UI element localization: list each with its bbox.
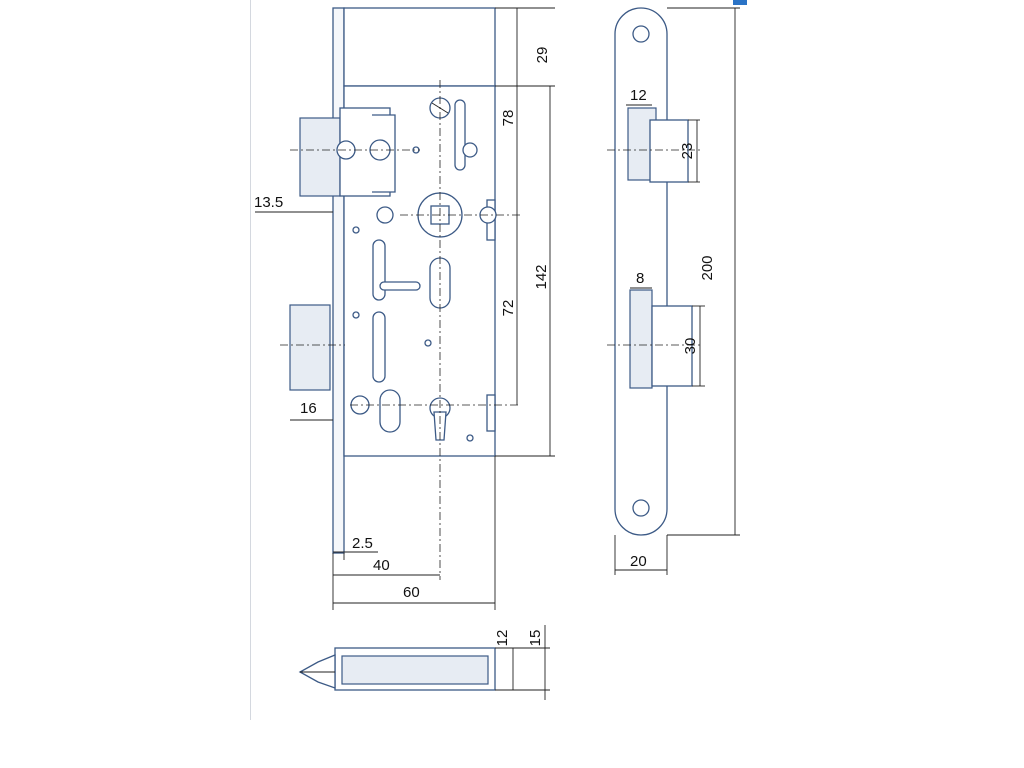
dim-200: 200 bbox=[699, 255, 716, 280]
centre-lines-main bbox=[280, 80, 520, 580]
case-top-inner bbox=[341, 655, 489, 685]
case-rivet-2 bbox=[424, 339, 432, 347]
forend-strip bbox=[332, 7, 345, 554]
dim-8: 8 bbox=[636, 270, 644, 287]
lock-body-top-view bbox=[298, 647, 496, 691]
accent-mark bbox=[733, 0, 747, 5]
bolt-opening bbox=[629, 289, 653, 389]
dim-29: 29 bbox=[534, 47, 551, 64]
dim-40: 40 bbox=[373, 557, 390, 574]
bolt-tongue bbox=[651, 305, 693, 387]
dead-bolt bbox=[289, 304, 331, 391]
lever-lower bbox=[372, 311, 386, 383]
keyhole-slot bbox=[433, 411, 447, 441]
case-notch-bottom bbox=[486, 394, 496, 432]
dim-60: 60 bbox=[403, 584, 420, 601]
case-hole-left bbox=[376, 206, 394, 224]
dim-72: 72 bbox=[500, 300, 517, 317]
top-slot bbox=[454, 99, 466, 171]
dim-12-depth: 12 bbox=[494, 630, 511, 647]
dim-13-5: 13.5 bbox=[254, 194, 283, 211]
dimensions-main: 29 78 142 72 13.5 16 2.5 40 60 bbox=[254, 7, 555, 610]
latch-bolt bbox=[299, 117, 341, 197]
dim-142: 142 bbox=[533, 264, 550, 289]
upper-case bbox=[343, 7, 496, 87]
dim-30: 30 bbox=[682, 338, 699, 355]
dim-16: 16 bbox=[300, 400, 317, 417]
dimensions-plate: 12 23 8 30 200 20 bbox=[614, 7, 740, 575]
dim-12-plate: 12 bbox=[630, 87, 647, 104]
slot-pin bbox=[462, 142, 478, 158]
lower-slot bbox=[379, 389, 401, 433]
lever-arm bbox=[379, 281, 421, 291]
latch-tongue bbox=[649, 119, 689, 183]
case-rivet-4 bbox=[466, 434, 474, 442]
case-rivet-3 bbox=[352, 311, 360, 319]
face-plate-side-view bbox=[614, 7, 693, 536]
lever-vertical bbox=[372, 239, 386, 301]
dim-15-depth: 15 bbox=[527, 630, 544, 647]
plate-screw-bottom bbox=[632, 499, 650, 517]
dim-23: 23 bbox=[679, 143, 696, 160]
dim-2-5: 2.5 bbox=[352, 535, 373, 552]
dimensions-top-view: 12 15 bbox=[494, 625, 550, 700]
latch-tip bbox=[298, 654, 336, 689]
dim-20: 20 bbox=[630, 553, 647, 570]
left-frame-line bbox=[250, 0, 251, 720]
dim-78: 78 bbox=[500, 110, 517, 127]
case-rivet-1 bbox=[352, 226, 360, 234]
plate-screw-top bbox=[632, 25, 650, 43]
lock-body-front-view bbox=[289, 7, 497, 554]
